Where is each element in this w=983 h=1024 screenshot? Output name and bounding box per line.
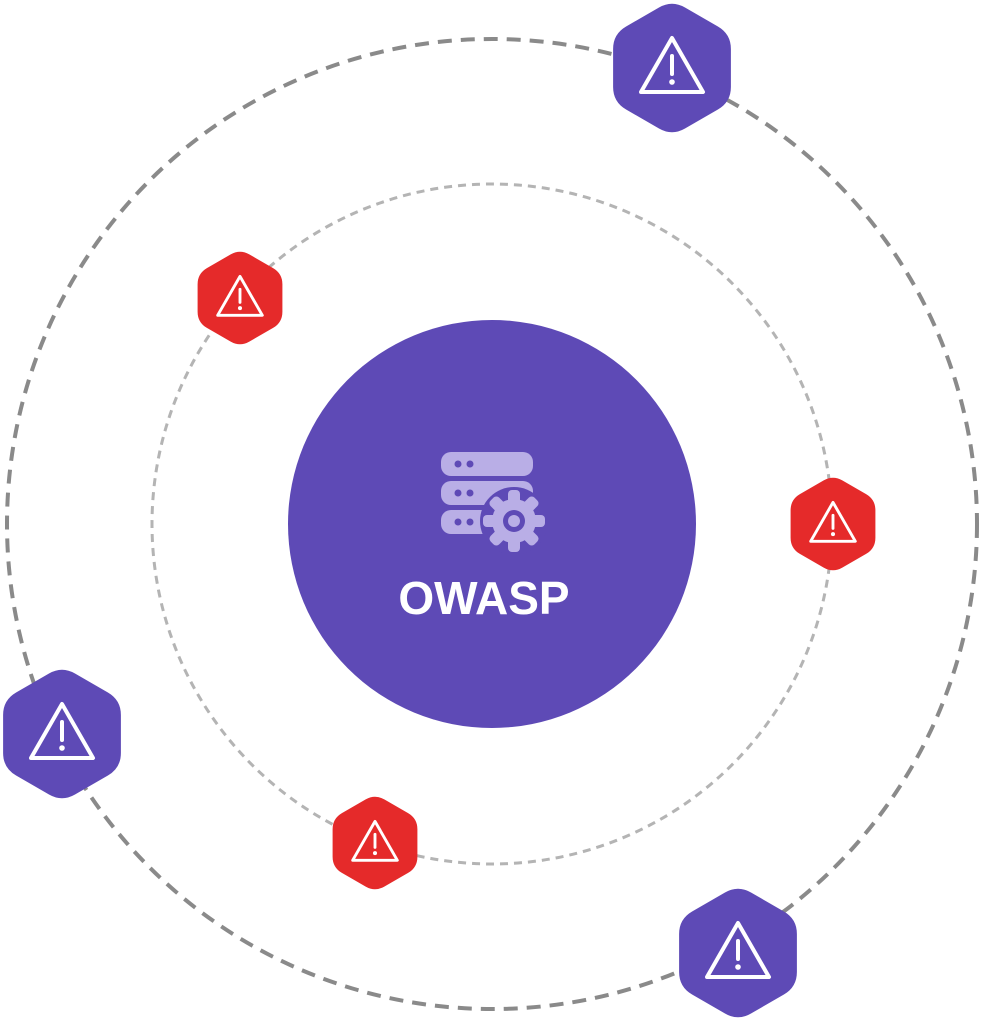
threat-badges — [3, 3, 876, 1018]
warning-icon — [29, 702, 95, 760]
owasp-center: OWASP — [288, 320, 696, 728]
threat-badge-inner-top-left — [197, 251, 283, 345]
warning-icon — [216, 274, 264, 317]
center-label: OWASP — [398, 572, 569, 624]
threat-badge-inner-bottom — [332, 796, 418, 890]
server-gear-icon — [441, 452, 548, 555]
threat-badge-outer-left — [3, 669, 121, 799]
threat-badge-outer-top-right — [613, 3, 731, 133]
warning-icon — [809, 500, 857, 543]
warning-icon — [639, 36, 705, 94]
outer-orbit — [5, 37, 979, 1011]
warning-icon — [705, 921, 771, 979]
threat-badge-inner-right — [790, 477, 876, 571]
warning-icon — [351, 819, 399, 862]
threat-badge-outer-bottom-right — [679, 888, 797, 1018]
